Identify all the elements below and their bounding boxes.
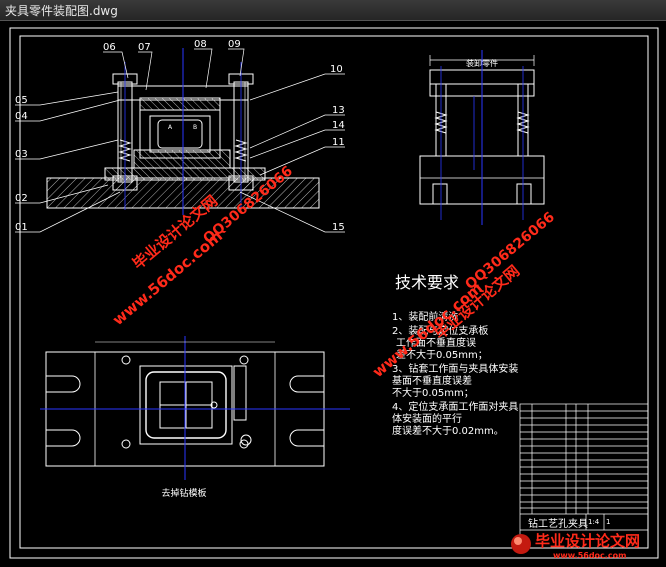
callout-01: 01: [15, 222, 28, 233]
callout-04: 04: [15, 111, 28, 122]
title-bar: 夹具零件装配图.dwg: [0, 0, 666, 21]
site-logo: 毕业设计论文网 www.56doc.com: [511, 532, 640, 560]
title-block-sheet: 1: [606, 518, 610, 526]
tech-req-line: 1、装配前清洗: [392, 310, 458, 323]
callout-13: 13: [332, 105, 345, 116]
callout-09: 09: [228, 39, 241, 50]
tech-req-heading: 技术要求: [395, 273, 459, 292]
drawing-canvas[interactable]: A B: [0, 20, 666, 563]
tech-req-line: 4、定位支承面工作面对夹具: [392, 400, 518, 413]
callout-03: 03: [15, 149, 28, 160]
svg-text:B: B: [193, 124, 197, 131]
file-title: 夹具零件装配图.dwg: [5, 4, 118, 18]
callout-10: 10: [330, 64, 343, 75]
tech-req-line: 度误差不大于0.02mm。: [392, 424, 504, 437]
callout-02: 02: [15, 193, 28, 204]
callout-15: 15: [332, 222, 345, 233]
tech-req-line: 2、装配与定位支承板: [392, 324, 488, 337]
drawing-border: [9, 27, 659, 559]
callout-11: 11: [332, 137, 345, 148]
callout-07: 07: [138, 42, 151, 53]
tech-req-line: 差不大于0.05mm；: [396, 348, 488, 361]
callout-06: 06: [103, 42, 116, 53]
technical-requirements: 技术要求 1、装配前清洗 2、装配与定位支承板 工作面不垂直度误 差不大于0.0…: [392, 273, 518, 437]
side-view: 装卸零件: [419, 50, 545, 225]
callout-08: 08: [194, 39, 207, 50]
logo-text: 毕业设计论文网: [535, 532, 640, 550]
callout-14: 14: [332, 120, 345, 131]
front-section-view: A B: [15, 39, 345, 233]
title-block-name: 钻工艺孔夹具: [528, 517, 588, 530]
plan-view: 去掉钻模板: [40, 336, 350, 499]
logo-url: www.56doc.com: [553, 551, 626, 560]
inner-border: [19, 35, 649, 549]
svg-text:A: A: [168, 124, 173, 131]
tech-req-line: 工作面不垂直度误: [396, 336, 476, 349]
title-block-scale: 1:4: [588, 518, 600, 526]
plan-view-label: 去掉钻模板: [161, 487, 206, 499]
tech-req-line: 基面不垂直度误差: [392, 374, 472, 387]
title-block: [519, 403, 649, 549]
callout-05: 05: [15, 95, 28, 106]
tech-req-line: 不大于0.05mm；: [392, 386, 474, 399]
logo-icon: [511, 534, 531, 554]
tech-req-line: 体安装面的平行: [392, 412, 462, 425]
drawing-svg: A B: [9, 27, 659, 560]
tech-req-line: 3、钻套工作面与夹具体安装: [392, 362, 518, 375]
